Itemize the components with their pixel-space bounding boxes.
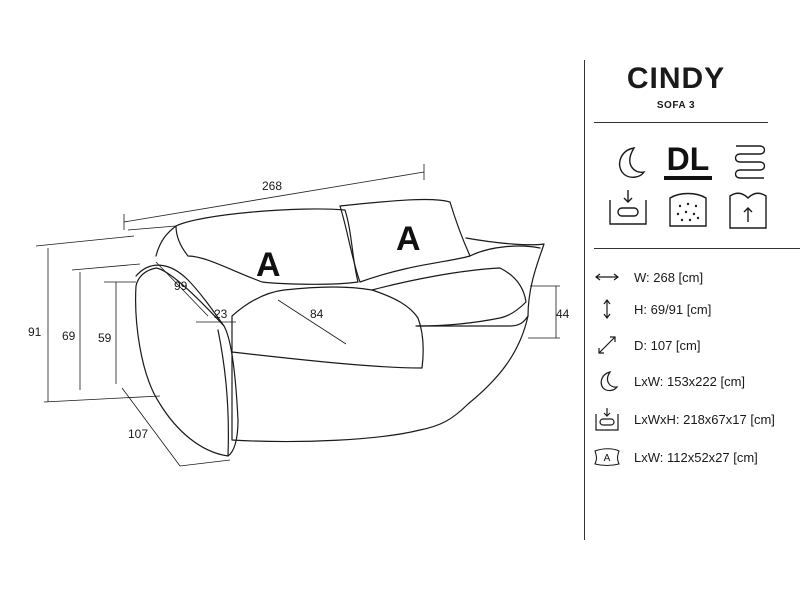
seat-left: [231, 286, 424, 369]
sofa-back: [155, 225, 541, 257]
foam-block-icon: [669, 192, 707, 227]
sofa-base: [231, 315, 529, 443]
storage-box-icon: [609, 190, 647, 225]
upholstery-arrow-icon: [729, 192, 767, 229]
dim-arm-inner-label: 99: [174, 279, 188, 293]
dim-seat-height-label: 44: [556, 307, 570, 321]
spec-row-height: H: 69/91 [cm]: [592, 298, 711, 320]
spec-row-sleep: LxW: 153x222 [cm]: [592, 370, 745, 392]
panel-separator: [594, 122, 768, 123]
cushion-letter: A: [396, 220, 421, 258]
dim-depth-label: 107: [128, 427, 148, 441]
spec-row-storage: LxWxH: 218x67x17 [cm]: [592, 408, 775, 431]
spec-label: LxWxH: 218x67x17 [cm]: [634, 411, 775, 427]
spec-label: D: 107 [cm]: [634, 337, 701, 353]
spec-label: W: 268 [cm]: [634, 269, 704, 285]
panel-separator: [594, 248, 800, 249]
sofa-drawing: 268 91 69 59 107 99 23 84 44 A A: [28, 164, 570, 467]
spring-icon: [734, 145, 766, 179]
spec-label: LxW: 153x222 [cm]: [634, 373, 746, 389]
sleep-moon-icon: [592, 370, 622, 392]
dim-width-label: 268: [262, 179, 282, 193]
seat-right: [371, 267, 527, 327]
spec-row-width: W: 268 [cm]: [592, 266, 703, 288]
dim-seat-depth-label: 84: [310, 307, 324, 321]
spec-label: LxW: 112x52x27 [cm]: [634, 449, 758, 465]
cushion-letter: A: [256, 246, 281, 284]
dim-height-total-label: 91: [28, 325, 42, 339]
spec-label: H: 69/91 [cm]: [634, 301, 712, 317]
sleep-moon-icon: [618, 147, 646, 178]
dim-arm-width-label: 23: [214, 307, 228, 321]
cushion-a-icon: A: [592, 446, 622, 468]
height-arrow-icon: [592, 298, 622, 320]
panel-divider: [584, 60, 585, 540]
storage-box-icon: [592, 408, 622, 431]
product-title: CINDY: [626, 62, 726, 95]
spec-row-cushion: A LxW: 112x52x27 [cm]: [592, 446, 758, 468]
dl-logo-text: DL: [667, 141, 710, 177]
product-subtitle: SOFA 3: [656, 100, 696, 111]
dim-height-back-label: 69: [62, 329, 76, 343]
spec-row-depth: D: 107 [cm]: [592, 334, 700, 356]
left-arm-seam: [217, 329, 229, 457]
right-arm: [415, 237, 545, 327]
depth-arrow-icon: [592, 334, 622, 356]
left-arm: [135, 267, 239, 457]
left-arm-top: [135, 264, 225, 327]
back-cushion-left: [175, 208, 359, 285]
width-arrow-icon: [592, 266, 622, 288]
dim-height-arm-label: 59: [98, 331, 112, 345]
dl-logo-icon: DL: [664, 141, 712, 180]
cushion-a-text: A: [604, 453, 611, 464]
